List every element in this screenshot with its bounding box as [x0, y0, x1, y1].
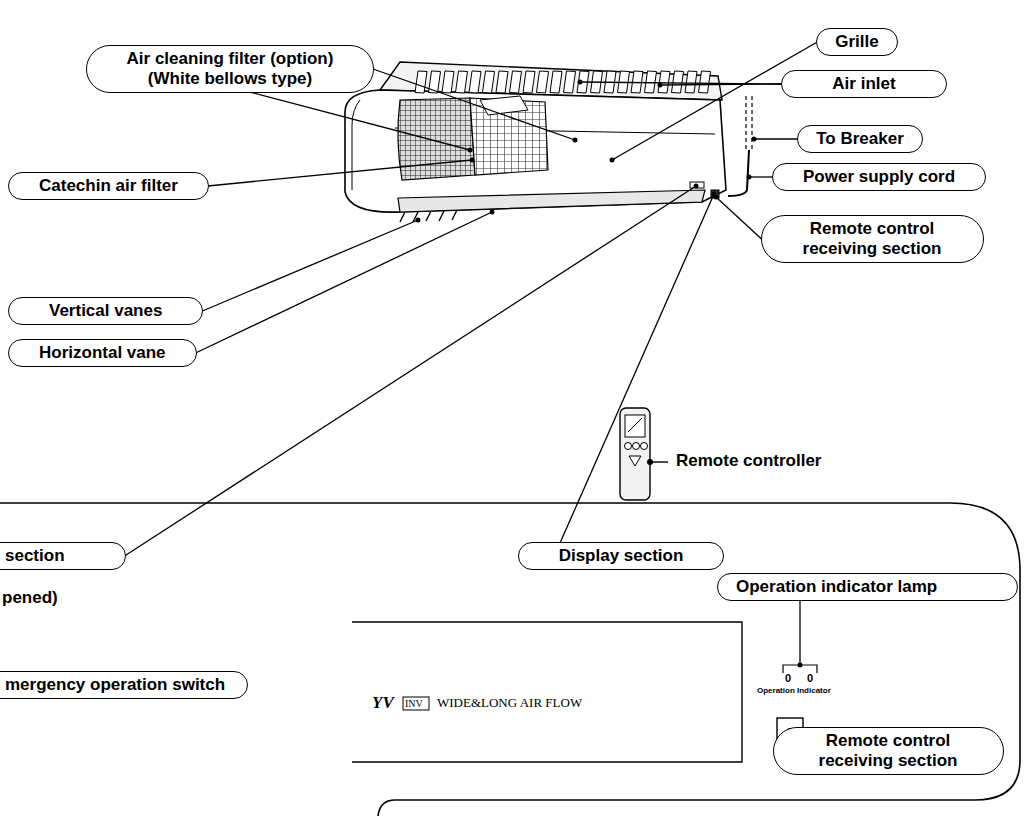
leader-dot	[712, 192, 717, 197]
part-name: Horizontal vane	[39, 343, 166, 363]
part-name: Vertical vanes	[49, 301, 162, 321]
label-pill: Operation indicator lamp	[717, 573, 1018, 601]
leader-dot	[747, 175, 752, 180]
inlet-slot	[658, 71, 670, 93]
label-pill: Remote control receiving section	[773, 727, 1004, 775]
leader-line	[749, 176, 773, 177]
part-name: To Breaker	[816, 129, 904, 149]
part-name: Air inlet	[832, 74, 895, 94]
label-pill: mergency operation switch	[0, 671, 248, 699]
leader-line	[250, 92, 470, 150]
inverter-mark: INV	[405, 698, 423, 709]
leader-dot	[468, 148, 473, 153]
label-pill: Grille	[816, 28, 897, 56]
leader-line	[612, 42, 817, 160]
inlet-slot	[537, 71, 549, 93]
indicator-digit: 0	[785, 672, 791, 684]
inlet-slot	[685, 71, 697, 93]
part-name: Power supply cord	[803, 167, 955, 187]
label-pill: Remote control receiving section	[761, 215, 984, 263]
leader-line	[125, 186, 696, 556]
leader-dot	[470, 158, 475, 163]
inlet-slot	[483, 71, 495, 93]
inlet-slot	[645, 71, 657, 93]
leader-dot	[578, 80, 583, 85]
label-pill: Air inlet	[781, 70, 946, 98]
leader-dot	[798, 663, 803, 668]
inlet-slot	[415, 71, 427, 93]
leader-dot	[573, 138, 578, 143]
part-name: Air cleaning filter (option) (White bell…	[105, 49, 355, 89]
label-pill: Horizontal vane	[8, 339, 197, 367]
part-name: Remote controller	[676, 451, 821, 471]
part-name: pened)	[2, 588, 58, 608]
label-pill: section	[0, 542, 126, 570]
part-name: Remote control receiving section	[796, 731, 981, 771]
inlet-slot	[672, 71, 684, 93]
leader-dot	[416, 218, 421, 223]
part-name: Catechin air filter	[39, 176, 178, 196]
label-pill: Display section	[518, 542, 725, 570]
leader-dot	[694, 184, 699, 189]
inlet-slot	[496, 71, 508, 93]
part-name: Display section	[559, 546, 684, 566]
leader-line	[716, 197, 762, 239]
leader-dot	[752, 137, 757, 142]
leader-line	[580, 82, 782, 84]
inlet-slot	[564, 71, 576, 93]
product-slogan: WIDE&LONG AIR FLOW	[437, 695, 582, 711]
label-pill: To Breaker	[797, 125, 923, 153]
label-pill: Power supply cord	[772, 163, 986, 191]
leader-line	[754, 138, 798, 139]
label-pill: Vertical vanes	[8, 297, 203, 325]
inlet-slot	[510, 71, 522, 93]
leader-line	[196, 212, 492, 353]
inlet-slot	[699, 71, 711, 93]
part-name: Grille	[835, 32, 878, 52]
part-name: section	[5, 546, 65, 566]
indicator-caption: Operation Indicator	[757, 686, 831, 695]
leader-line	[799, 600, 800, 665]
leader-line	[208, 160, 472, 186]
leader-line	[373, 69, 575, 140]
inlet-slot	[442, 71, 454, 93]
label-pill: Air cleaning filter (option) (White bell…	[86, 45, 374, 93]
leader-line	[560, 194, 714, 543]
leader-dot	[610, 158, 615, 163]
part-name: Operation indicator lamp	[736, 577, 937, 597]
model-mark: YV	[372, 693, 394, 713]
part-name: Remote control receiving section	[780, 219, 965, 259]
leader-line	[202, 220, 418, 311]
part-name: mergency operation switch	[5, 675, 225, 695]
inlet-slot	[550, 71, 562, 93]
leader-dot	[490, 210, 495, 215]
inlet-slot	[523, 71, 535, 93]
indicator-digit: 0	[807, 672, 813, 684]
inlet-slot	[469, 71, 481, 93]
label-pill: Catechin air filter	[8, 172, 209, 200]
inlet-slot	[456, 71, 468, 93]
